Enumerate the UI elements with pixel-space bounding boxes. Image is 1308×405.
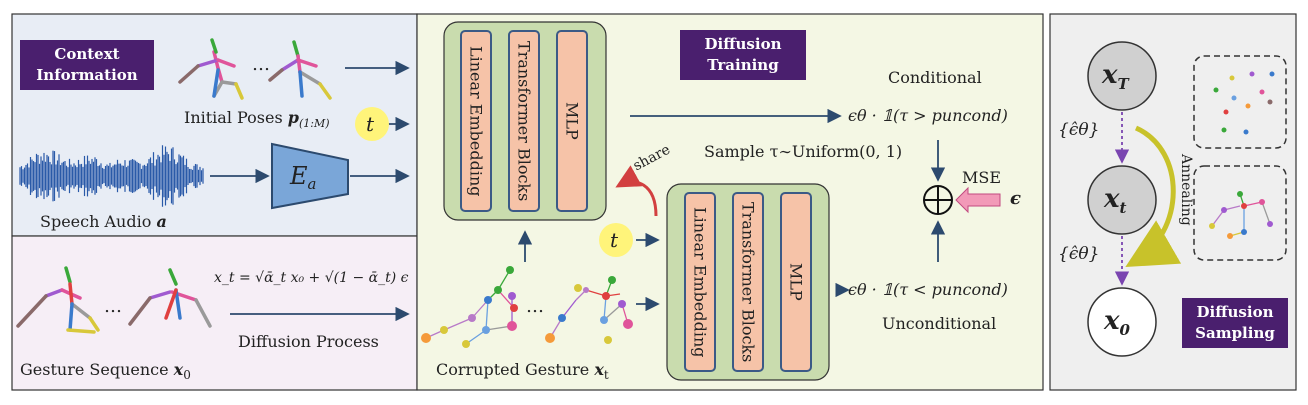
transformer-blocks-block-bottom: Transformer Blocks — [732, 192, 764, 372]
mlp-block-bottom: MLP — [780, 192, 812, 372]
corrupted-gesture-label: Corrupted Gesture xt — [436, 360, 609, 382]
noise-sample-box — [1193, 55, 1287, 149]
initial-pose-skeleton-1 — [178, 38, 244, 100]
node-xt — [1087, 165, 1157, 235]
eps-hat-label-2: {ϵ̂θ} — [1058, 244, 1100, 264]
sample-tau-label: Sample τ∼Uniform(0, 1) — [704, 142, 903, 161]
gesture-skeleton-2 — [128, 268, 212, 328]
unconditional-label: Unconditional — [882, 314, 997, 333]
node-xt-label: xt — [1104, 184, 1127, 217]
gesture-skeleton-1 — [16, 266, 100, 334]
t-circle-training — [599, 223, 633, 257]
encoder-label: Ea — [290, 162, 317, 193]
poses-dots: … — [252, 54, 270, 75]
node-x0 — [1087, 287, 1157, 357]
initial-pose-skeleton-2 — [268, 40, 332, 100]
conditional-expression: ϵθ · 𝟙(τ > puncond) — [848, 106, 1008, 125]
annealing-label: Annealing — [1178, 154, 1194, 226]
forward-diffusion-equation: x_t = √ᾱ_t x₀ + √(1 − ᾱ_t) ϵ — [214, 270, 409, 286]
sample-gesture-box — [1193, 165, 1287, 261]
linear-embedding-block-bottom: Linear Embedding — [684, 192, 716, 372]
gesture-panel — [11, 235, 418, 391]
t-symbol-training: t — [610, 228, 619, 252]
speech-waveform — [19, 145, 204, 207]
speech-audio-label: Speech Audio a — [40, 212, 167, 231]
node-xT-label: xT — [1102, 60, 1129, 93]
initial-poses-label: Initial Poses p(1:M) — [184, 108, 330, 130]
noise-points — [1213, 71, 1275, 135]
corrupted-dots: … — [526, 296, 544, 317]
context-information-tag: Context Information — [20, 40, 154, 90]
node-x0-label: x0 — [1104, 306, 1130, 339]
annealing-arrow — [1125, 125, 1182, 268]
t-circle-context — [355, 107, 389, 141]
sample-gesture-nodes — [1209, 191, 1273, 239]
epsilon-target: ϵ — [1010, 188, 1021, 209]
corrupted-gesture-nodes-1 — [421, 266, 518, 348]
mse-label: MSE — [962, 168, 1002, 187]
mse-arrow — [955, 186, 1001, 214]
node-xT — [1087, 41, 1157, 111]
transformer-blocks-block-top: Transformer Blocks — [508, 30, 540, 212]
mlp-block-top: MLP — [556, 30, 588, 212]
diffusion-training-tag: Diffusion Training — [680, 30, 806, 80]
gesture-dots: … — [104, 296, 122, 317]
eps-hat-label-1: {ϵ̂θ} — [1058, 120, 1100, 140]
linear-embedding-block-top: Linear Embedding — [460, 30, 492, 212]
gesture-sequence-label: Gesture Sequence x0 — [20, 360, 191, 382]
audio-encoder — [271, 142, 349, 210]
share-arrow — [615, 165, 658, 217]
conditional-label: Conditional — [888, 68, 982, 87]
unconditional-expression: ϵθ · 𝟙(τ < puncond) — [848, 280, 1008, 299]
t-symbol-context: t — [366, 112, 375, 136]
corrupted-gesture-nodes-2 — [545, 276, 633, 344]
diffusion-process-label: Diffusion Process — [238, 332, 379, 351]
diffusion-sampling-tag: Diffusion Sampling — [1182, 298, 1288, 348]
